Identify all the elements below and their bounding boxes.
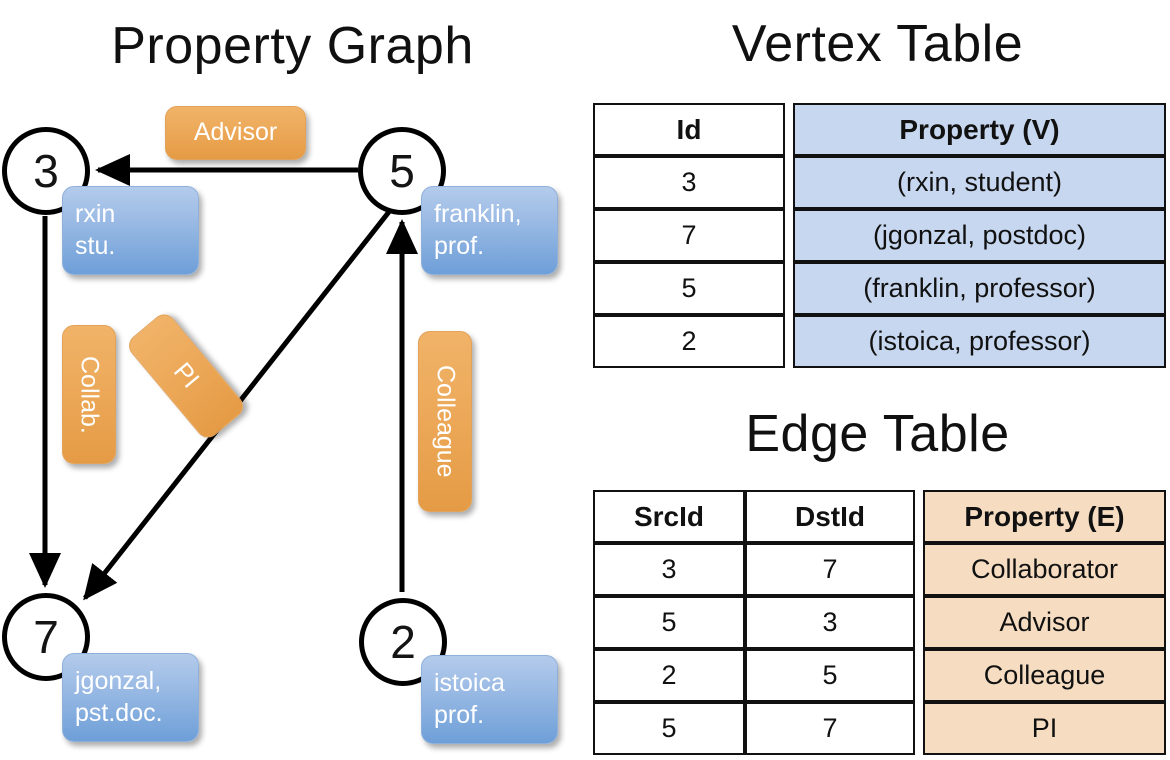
vertex-table-spacer xyxy=(785,209,793,262)
graph-node-3-property-line2: stu. xyxy=(75,231,116,260)
graph-node-5[interactable]: 5 xyxy=(358,127,446,215)
graph-node-3-property-line1: rxin xyxy=(75,200,116,229)
vertex-cell-id: 7 xyxy=(593,209,785,262)
edge-cell-dstid: 5 xyxy=(745,649,915,702)
edge-table-spacer xyxy=(915,596,923,649)
graph-node-3-label: 3 xyxy=(33,145,59,197)
table-row: 5 3 Advisor xyxy=(593,596,1166,649)
edge-cell-dstid: 7 xyxy=(745,702,915,755)
edge-cell-property: Colleague xyxy=(923,649,1166,702)
edge-cell-srcid: 3 xyxy=(593,543,745,596)
edge-label-colleague-text: Colleague xyxy=(431,365,460,478)
table-row: 5 7 PI xyxy=(593,702,1166,755)
edge-table-header-row: SrcId DstId Property (E) xyxy=(593,490,1166,543)
graph-node-5-property-line1: franklin, xyxy=(434,200,522,229)
vertex-cell-id: 2 xyxy=(593,315,785,368)
edge-label-advisor-text: Advisor xyxy=(193,118,278,147)
vertex-table-spacer xyxy=(785,156,793,209)
edge-label-collab: Collab. xyxy=(62,325,116,464)
edge-cell-srcid: 2 xyxy=(593,649,745,702)
vertex-table: Id Property (V) 3 (rxin, student) 7 (jgo… xyxy=(593,103,1166,368)
page-title-property-graph: Property Graph xyxy=(111,17,474,75)
edge-table-spacer xyxy=(915,543,923,596)
graph-node-7-label: 7 xyxy=(33,611,59,663)
vertex-cell-id: 5 xyxy=(593,262,785,315)
edge-label-advisor: Advisor xyxy=(165,106,306,160)
table-row: 5 (franklin, professor) xyxy=(593,262,1166,315)
vertex-cell-property: (jgonzal, postdoc) xyxy=(793,209,1166,262)
table-row: 2 (istoica, professor) xyxy=(593,315,1166,368)
graph-node-2-label: 2 xyxy=(390,616,416,668)
edge-label-collab-text: Collab. xyxy=(75,355,104,434)
edge-table-spacer xyxy=(915,490,923,543)
page-title-edge-table: Edge Table xyxy=(745,405,1010,463)
edge-cell-property: Collaborator xyxy=(923,543,1166,596)
graph-node-2-property-line1: istoica xyxy=(434,669,505,698)
vertex-table-col-id: Id xyxy=(593,103,785,156)
vertex-cell-property: (franklin, professor) xyxy=(793,262,1166,315)
graph-node-7-property-line2: pst.doc. xyxy=(75,698,163,727)
vertex-cell-property: (istoica, professor) xyxy=(793,315,1166,368)
edge-table-spacer xyxy=(915,702,923,755)
vertex-table-spacer xyxy=(785,262,793,315)
edge-cell-srcid: 5 xyxy=(593,702,745,755)
table-row: 2 5 Colleague xyxy=(593,649,1166,702)
edge-cell-srcid: 5 xyxy=(593,596,745,649)
graph-node-2[interactable]: 2 xyxy=(359,598,447,686)
edge-cell-property: PI xyxy=(923,702,1166,755)
edge-cell-dstid: 7 xyxy=(745,543,915,596)
graph-node-5-property-box: franklin, prof. xyxy=(421,186,558,275)
edge-table-col-property: Property (E) xyxy=(923,490,1166,543)
graph-node-7-property-line1: jgonzal, xyxy=(75,667,162,696)
edge-label-colleague: Colleague xyxy=(418,331,472,512)
edge-cell-dstid: 3 xyxy=(745,596,915,649)
vertex-cell-id: 3 xyxy=(593,156,785,209)
edge-table-col-srcid: SrcId xyxy=(593,490,745,543)
table-row: 3 7 Collaborator xyxy=(593,543,1166,596)
vertex-cell-property: (rxin, student) xyxy=(793,156,1166,209)
edge-label-pi-text: PI xyxy=(168,357,205,394)
graph-node-7-property-box: jgonzal, pst.doc. xyxy=(62,653,199,742)
edge-table-col-dstid: DstId xyxy=(745,490,915,543)
edge-table: SrcId DstId Property (E) 3 7 Collaborato… xyxy=(593,490,1166,755)
vertex-table-col-property: Property (V) xyxy=(793,103,1166,156)
graph-node-3-property-box: rxin stu. xyxy=(62,186,199,275)
vertex-table-spacer xyxy=(785,315,793,368)
graph-node-2-property-box: istoica prof. xyxy=(421,655,558,744)
table-row: 3 (rxin, student) xyxy=(593,156,1166,209)
graph-node-2-property-line2: prof. xyxy=(434,700,485,729)
table-row: 7 (jgonzal, postdoc) xyxy=(593,209,1166,262)
page-title-vertex-table: Vertex Table xyxy=(731,15,1024,73)
edge-cell-property: Advisor xyxy=(923,596,1166,649)
vertex-table-header-row: Id Property (V) xyxy=(593,103,1166,156)
vertex-table-spacer xyxy=(785,103,793,156)
graph-node-5-label: 5 xyxy=(389,145,415,197)
graph-node-5-property-line2: prof. xyxy=(434,231,485,260)
edge-table-spacer xyxy=(915,649,923,702)
